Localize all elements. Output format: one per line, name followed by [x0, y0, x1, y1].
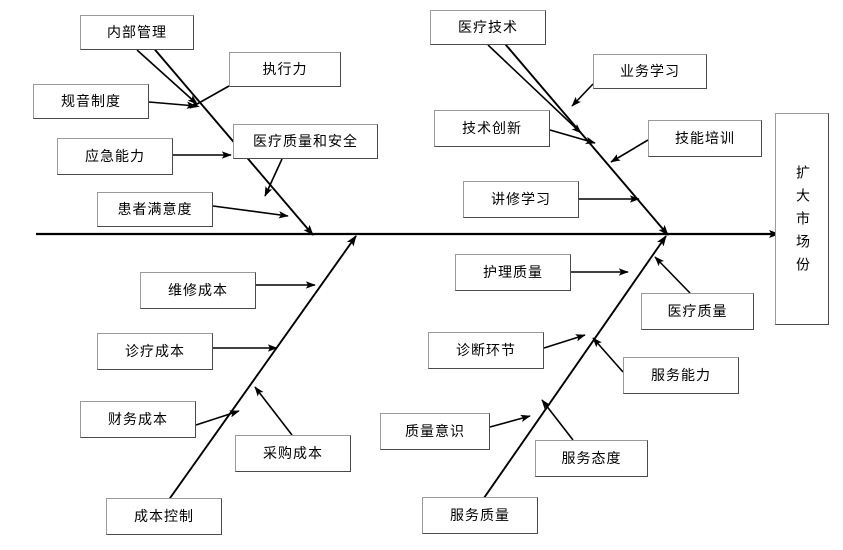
- factor-box-label: 业务学习: [620, 63, 680, 80]
- factor-box-label: 医疗质量: [667, 303, 728, 320]
- conn-技能培训: [610, 139, 649, 163]
- factor-box-b15[interactable]: 采购成本: [235, 435, 351, 472]
- factor-box-label: 医疗技术: [458, 19, 518, 36]
- factor-box-b16[interactable]: 成本控制: [106, 498, 222, 535]
- factor-box-b19[interactable]: 诊断环节: [428, 332, 544, 369]
- fishbone-head-label: 扩大市场份: [794, 164, 810, 280]
- conn-技术创新: [549, 129, 596, 145]
- conn-服务态度: [541, 399, 574, 441]
- conn-采购成本: [254, 386, 293, 436]
- conn-服务能力: [592, 337, 624, 373]
- connector-lines-group: [136, 44, 691, 441]
- factor-box-label: 护理质量: [483, 264, 543, 281]
- factor-box-b4[interactable]: 医疗质量和安全: [233, 124, 378, 159]
- factor-box-b23[interactable]: 服务质量: [422, 497, 538, 534]
- factor-box-label: 质量意识: [405, 423, 465, 440]
- factor-box-label: 财务成本: [108, 411, 168, 428]
- factor-box-label: 诊断环节: [456, 342, 516, 359]
- factor-box-b22[interactable]: 服务态度: [535, 440, 648, 477]
- factor-box-label: 医疗质量和安全: [253, 133, 358, 150]
- conn-规音制度: [148, 101, 197, 109]
- factor-box-b20[interactable]: 服务能力: [623, 357, 739, 394]
- conn-业务学习: [571, 83, 594, 107]
- factor-box-label: 技术创新: [462, 120, 522, 137]
- factor-box-label: 规音制度: [61, 93, 121, 110]
- factor-box-b9[interactable]: 技术创新: [434, 110, 550, 147]
- factor-box-b6[interactable]: 患者满意度: [97, 192, 213, 227]
- factor-box-label: 采购成本: [263, 445, 323, 462]
- rib-line-lower-right: [476, 235, 667, 509]
- factor-box-b18[interactable]: 医疗质量: [641, 293, 754, 330]
- factor-box-label: 讲修学习: [491, 191, 551, 208]
- rib-line-upper-right: [499, 37, 669, 236]
- factor-box-b7[interactable]: 医疗技术: [430, 10, 546, 45]
- factor-box-b13[interactable]: 诊疗成本: [97, 333, 213, 370]
- factor-box-label: 服务能力: [651, 367, 711, 384]
- conn-医疗技术: [487, 44, 582, 134]
- factor-box-b11[interactable]: 讲修学习: [463, 181, 579, 218]
- factor-box-label: 执行力: [262, 61, 308, 78]
- rib-line-upper-left: [144, 37, 314, 236]
- factor-box-b14[interactable]: 财务成本: [80, 401, 196, 438]
- factor-box-label: 服务态度: [561, 450, 622, 467]
- factor-box-label: 服务质量: [450, 507, 510, 524]
- factor-box-label: 维修成本: [168, 282, 228, 299]
- rib-line-lower-left: [162, 235, 357, 509]
- conn-质量意识: [489, 414, 531, 428]
- factor-box-label: 技能培训: [675, 130, 735, 147]
- factor-box-b3[interactable]: 规音制度: [33, 84, 149, 119]
- factor-box-label: 诊疗成本: [125, 343, 185, 360]
- factor-box-label: 成本控制: [134, 508, 194, 525]
- factor-box-b21[interactable]: 质量意识: [380, 413, 490, 450]
- conn-内部管理: [136, 49, 198, 105]
- conn-财务成本: [195, 410, 240, 426]
- rib-lines-group: [144, 37, 669, 509]
- factor-box-b17[interactable]: 护理质量: [455, 254, 571, 291]
- conn-医疗质量和安全: [264, 158, 283, 197]
- factor-box-b1[interactable]: 内部管理: [80, 15, 194, 50]
- conn-医疗质量: [654, 256, 691, 294]
- fishbone-head-box[interactable]: 扩大市场份: [775, 113, 829, 325]
- factor-box-b12[interactable]: 维修成本: [140, 272, 256, 309]
- factor-box-label: 患者满意度: [117, 201, 193, 218]
- conn-患者满意度: [212, 205, 289, 219]
- factor-box-b2[interactable]: 执行力: [229, 52, 341, 87]
- factor-box-label: 内部管理: [107, 24, 167, 41]
- conn-诊断环节: [543, 334, 586, 349]
- factor-box-b8[interactable]: 业务学习: [593, 54, 707, 89]
- factor-box-b5[interactable]: 应急能力: [57, 138, 173, 175]
- factor-box-label: 应急能力: [85, 148, 145, 165]
- factor-box-b10[interactable]: 技能培训: [648, 120, 762, 157]
